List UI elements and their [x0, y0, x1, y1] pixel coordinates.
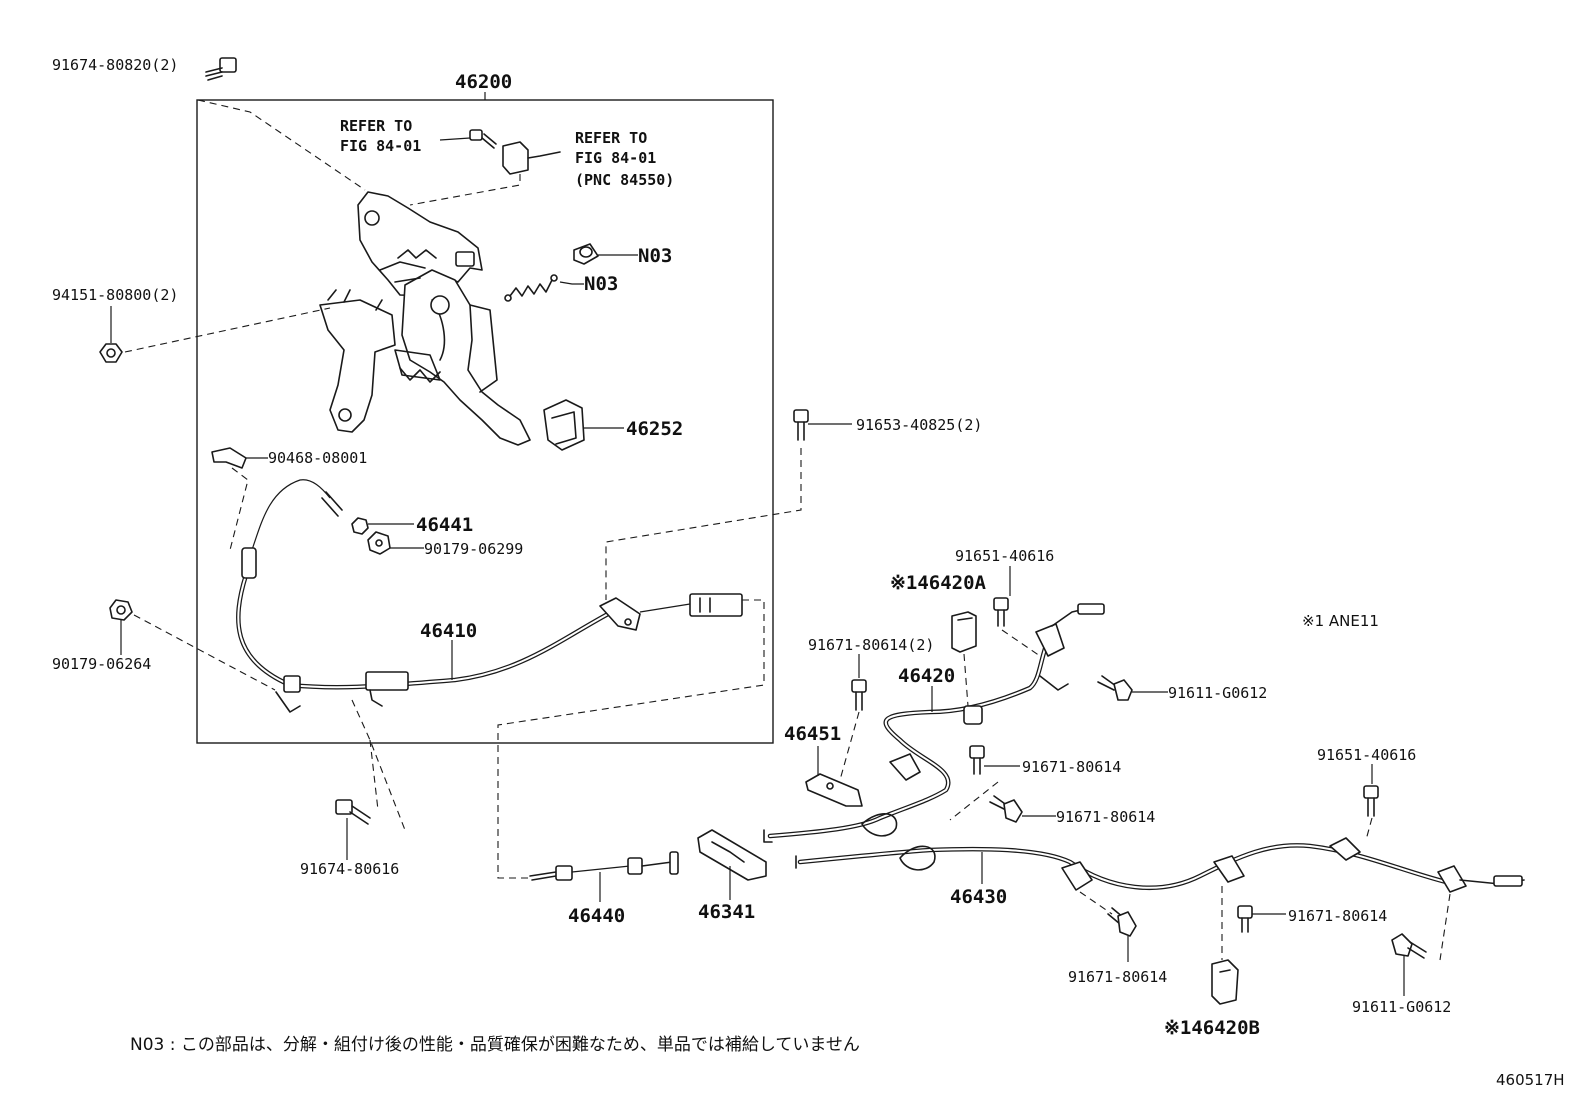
- variant-note: ※1 ANE11: [1302, 612, 1379, 630]
- svg-text:REFER TO: REFER TO: [575, 129, 647, 147]
- label-91653-40825: 91653-40825(2): [856, 416, 982, 434]
- footnote-n03: N03 : この部品は、分解・組付け後の性能・品質確保が困難なため、単品では補給…: [130, 1035, 860, 1055]
- label-91611-g0612-upper: 91611-G0612: [1168, 684, 1267, 702]
- figure-code: 460517H: [1496, 1071, 1565, 1089]
- label-91671-80614-d: 91671-80614: [1068, 968, 1167, 986]
- spring-n03-drawing: [504, 274, 558, 302]
- label-n03-spring: N03: [584, 273, 618, 295]
- clip-90468-08001-drawing: [211, 447, 247, 469]
- label-46341: 46341: [698, 901, 755, 923]
- label-91611-g0612-lower: 91611-G0612: [1352, 998, 1451, 1016]
- bolt-91651-40616-upper-drawing: [993, 597, 1009, 627]
- refer-to-fig-84-01-left: REFER TO FIG 84-01: [340, 117, 421, 155]
- bushing-n03-drawing: [573, 243, 599, 265]
- label-91671-80614-c: 91671-80614: [1288, 907, 1387, 925]
- part-46420a-drawing: [951, 611, 977, 653]
- rear-cable-46430-drawing: [795, 837, 1525, 893]
- svg-text:REFER TO: REFER TO: [340, 117, 412, 135]
- bracket-46341-drawing: [697, 829, 767, 881]
- svg-text:FIG 84-01: FIG 84-01: [340, 137, 421, 155]
- pedal-pad-46252-drawing: [543, 399, 585, 451]
- label-46430: 46430: [950, 886, 1007, 908]
- label-46420: 46420: [898, 665, 955, 687]
- label-90179-06264: 90179-06264: [52, 655, 151, 673]
- front-cable-46410-drawing: [236, 479, 743, 713]
- bolt-91611-g0612-upper-drawing: [1097, 675, 1133, 701]
- svg-text:(PNC 84550): (PNC 84550): [575, 171, 674, 189]
- bolt-91671-80614-2-drawing: [851, 679, 867, 711]
- label-91674-80616: 91674-80616: [300, 860, 399, 878]
- label-46410: 46410: [420, 620, 477, 642]
- assembly-46200-label: 46200: [455, 71, 512, 93]
- label-91651-40616-upper: 91651-40616: [955, 547, 1054, 565]
- label-46420b: ※146420B: [1164, 1017, 1260, 1039]
- nut-94151-80800-drawing: [99, 343, 123, 363]
- label-46441: 46441: [416, 514, 473, 536]
- label-91671-80614-a: 91671-80614: [1022, 758, 1121, 776]
- nut-90179-06299-drawing: [367, 531, 391, 555]
- svg-text:FIG 84-01: FIG 84-01: [575, 149, 656, 167]
- nut-90179-06264-drawing: [109, 599, 133, 621]
- bolt-91671-80614-a-drawing: [969, 745, 985, 775]
- bolt-91674-80616-drawing: [335, 799, 371, 825]
- bolt-91671-80614-c-drawing: [1237, 905, 1253, 933]
- label-91671-80614-2: 91671-80614(2): [808, 636, 934, 654]
- label-46252: 46252: [626, 418, 683, 440]
- part-46420b-drawing: [1211, 959, 1239, 1005]
- label-91671-80614-b: 91671-80614: [1056, 808, 1155, 826]
- screw-ref-left-drawing: [469, 129, 497, 149]
- bolt-91671-80614-b-drawing: [989, 795, 1023, 823]
- bolt-91671-80614-d-drawing: [1107, 907, 1137, 937]
- label-46420a: ※146420A: [890, 572, 987, 594]
- label-46451: 46451: [784, 723, 841, 745]
- label-90468-08001: 90468-08001: [268, 449, 367, 467]
- label-46440: 46440: [568, 905, 625, 927]
- pedal-bracket-drawing: [319, 191, 531, 446]
- switch-ref-right-drawing: [502, 141, 561, 175]
- bolt-91611-g0612-lower-drawing: [1391, 933, 1427, 959]
- bolt-91651-40616-lower-drawing: [1363, 785, 1379, 817]
- lever-46440-drawing: [529, 851, 679, 881]
- nut-46441-drawing: [351, 517, 369, 535]
- label-91651-40616-lower: 91651-40616: [1317, 746, 1416, 764]
- label-91674-80820: 91674-80820(2): [52, 56, 178, 74]
- rear-cable-46420-drawing: [763, 603, 1105, 843]
- label-94151-80800: 94151-80800(2): [52, 286, 178, 304]
- bolt-91653-40825-drawing: [793, 409, 809, 441]
- refer-to-fig-84-01-right: REFER TO FIG 84-01 (PNC 84550): [575, 129, 674, 189]
- clamp-46451-drawing: [805, 773, 863, 807]
- bolt-91674-80820-drawing: [205, 57, 237, 81]
- label-n03-bushing: N03: [638, 245, 672, 267]
- label-90179-06299: 90179-06299: [424, 540, 523, 558]
